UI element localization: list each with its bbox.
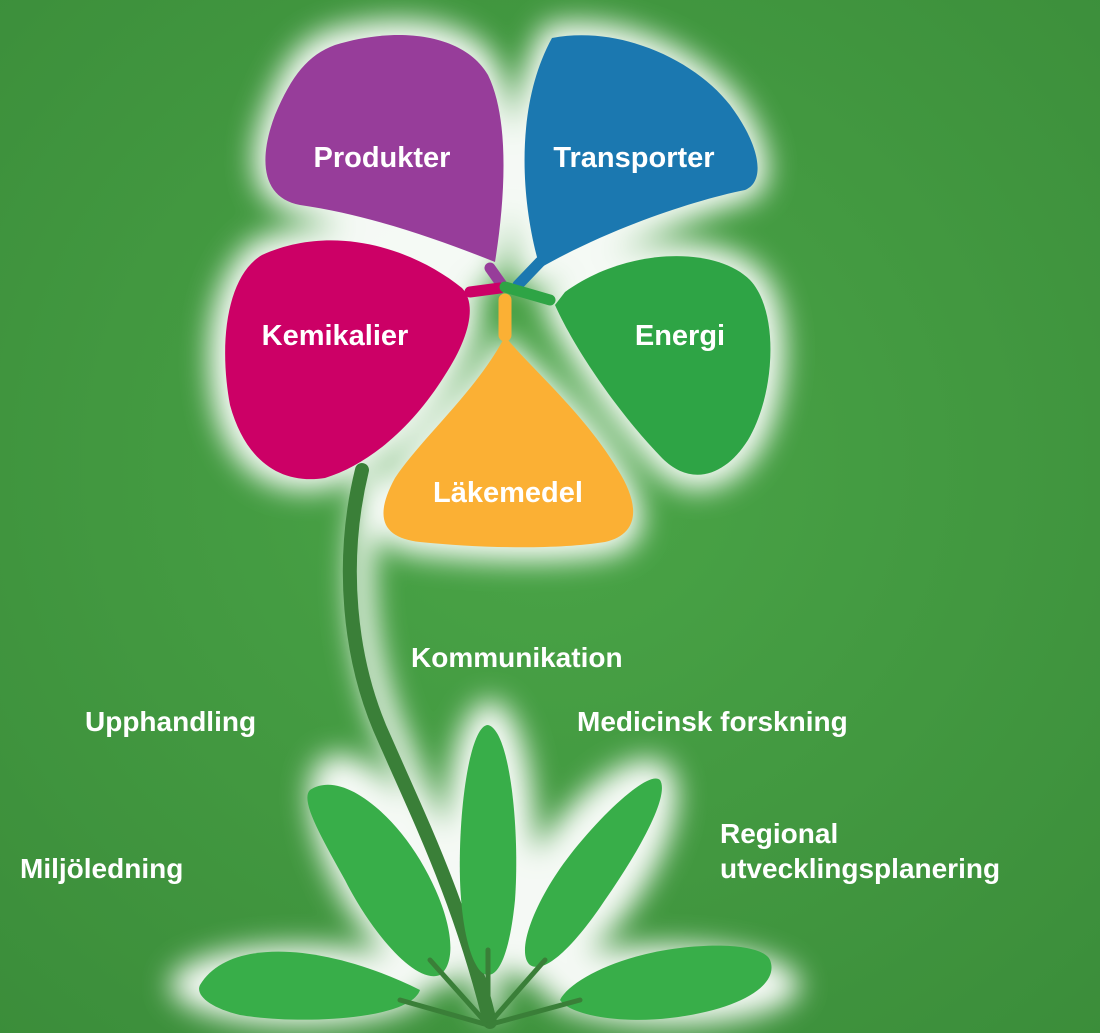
leaves: [199, 725, 772, 1020]
leaf-far-right: [560, 945, 772, 1020]
petal-label-lakemedel: Läkemedel: [433, 477, 583, 509]
leaf-label-miljoledning: Miljöledning: [20, 853, 183, 884]
leaf-label-medicinsk-forskning: Medicinsk forskning: [577, 706, 848, 737]
leaf-label-regional-line2: utvecklingsplanering: [720, 853, 1000, 884]
stem: [342, 463, 497, 1029]
leaf-label-upphandling: Upphandling: [85, 706, 256, 737]
petal-produkter: [265, 35, 504, 262]
leaf-center: [459, 725, 517, 975]
leaf-far-left: [199, 951, 420, 1020]
petal-connectors: [464, 256, 556, 342]
petal-label-transporter: Transporter: [553, 142, 714, 174]
petal-kemikalier: [225, 240, 470, 480]
leaf-left: [307, 784, 451, 977]
petal-label-kemikalier: Kemikalier: [262, 320, 409, 352]
petal-label-energi: Energi: [635, 320, 725, 352]
petal-label-produkter: Produkter: [314, 142, 451, 174]
petal-lakemedel: [383, 340, 634, 548]
roots: [397, 947, 583, 1028]
petal-transporter: [524, 35, 758, 268]
leaf-label-kommunikation: Kommunikation: [411, 642, 623, 673]
petal-energi: [555, 256, 771, 475]
leaf-right: [524, 778, 662, 967]
leaf-label-regional-line1: Regional: [720, 818, 838, 849]
